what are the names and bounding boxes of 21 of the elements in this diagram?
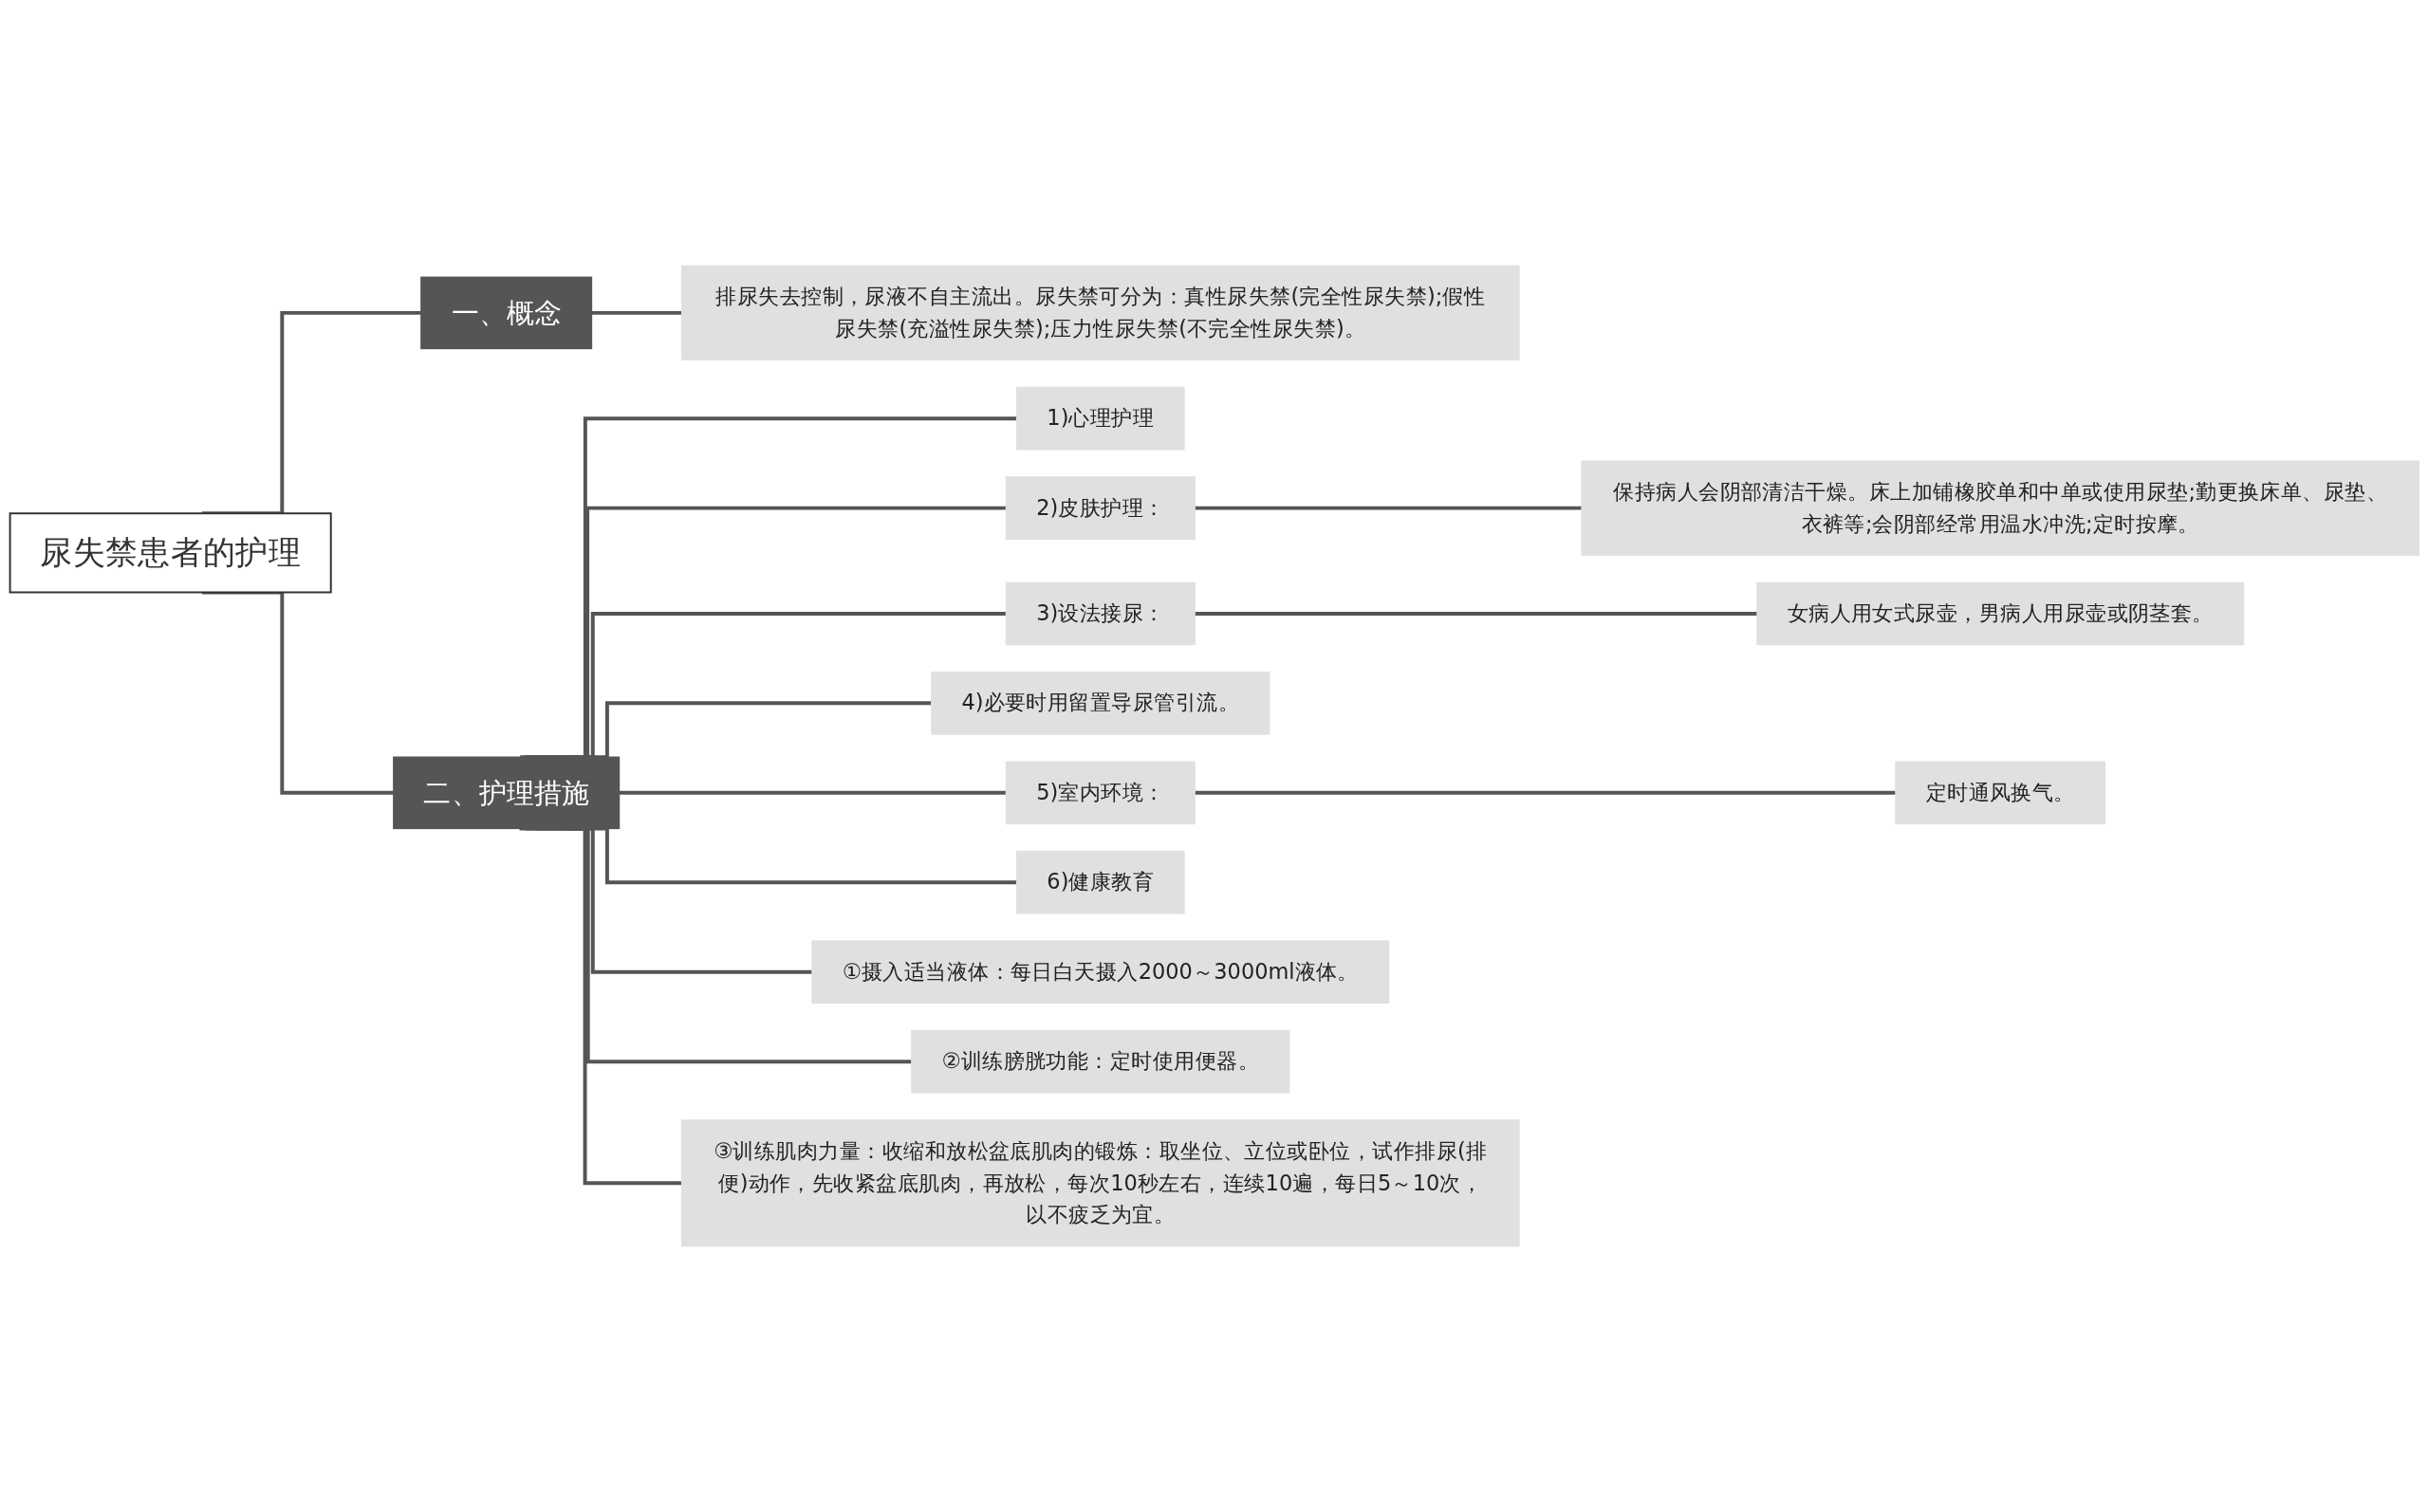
node-box: ③训练肌肉力量：收缩和放松盆底肌肉的锻炼：取坐位、立位或卧位，试作排尿(排便)动作，先收紧盆底肌肉，再放松，每次10秒左右，连续10遍，每日5～10次，以不疲乏为宜。 xyxy=(680,1119,1520,1247)
node-box: 4)必要时用留置导尿管引流。 xyxy=(931,672,1270,735)
node-box: 一、概念 xyxy=(420,276,593,350)
node-box: 2)皮肤护理： xyxy=(1005,476,1196,540)
node-box: 3)设法接尿： xyxy=(1005,581,1196,646)
connector xyxy=(1195,790,1896,795)
node-box: 女病人用女式尿壶，男病人用尿壶或阴茎套。 xyxy=(1756,581,2245,646)
connector xyxy=(1195,506,1583,510)
node-box: ①摄入适当液体：每日白天摄入2000～3000ml液体。 xyxy=(811,940,1390,1005)
node-box: ②训练膀胱功能：定时使用便器。 xyxy=(911,1029,1290,1094)
node-box: 保持病人会阴部清洁干燥。床上加铺橡胶单和中单或使用尿垫;勤更换床单、尿垫、衣裤等;会阴部经常用温水冲洗;定时按摩。 xyxy=(1581,460,2420,556)
node-box: 排尿失去控制，尿液不自主流出。尿失禁可分为：真性尿失禁(完全性尿失禁);假性尿失禁(充溢性尿失禁);压力性尿失禁(不完全性尿失禁)。 xyxy=(680,265,1520,361)
node-box: 1)心理护理 xyxy=(1016,386,1185,451)
connector xyxy=(1195,611,1757,616)
connector xyxy=(591,310,682,315)
node-box: 5)室内环境： xyxy=(1005,761,1196,825)
node-box: 定时通风换气。 xyxy=(1895,761,2106,825)
node-box: 尿失禁患者的护理 xyxy=(9,512,332,594)
node-box: 6)健康教育 xyxy=(1016,850,1185,914)
connector xyxy=(619,790,1007,795)
node-box: 二、护理措施 xyxy=(393,756,621,830)
